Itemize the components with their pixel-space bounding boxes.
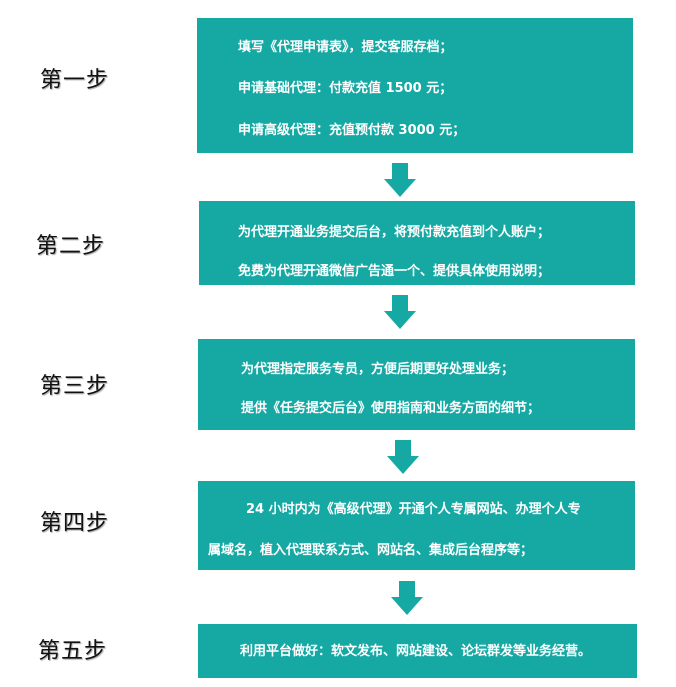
step-2-line-2: 免费为代理开通微信广告通一个、提供具体使用说明； [238, 264, 551, 279]
step-1-box: 填写《代理申请表》，提交客服存档； 申请基础代理：付款充值 1500 元； 申请… [197, 18, 633, 153]
step-3-box: 为代理指定服务专员，方便后期更好处理业务； 提供《任务提交后台》使用指南和业务方… [198, 339, 635, 430]
arrow-down-icon [384, 163, 416, 197]
step-1-line-3: 申请高级代理：充值预付款 3000 元； [238, 123, 466, 138]
step-2-label: 第二步 [36, 234, 106, 259]
step-4-line-1: 24 小时内为《高级代理》开通个人专属网站、办理个人专 [246, 502, 581, 517]
step-3-label: 第三步 [40, 374, 110, 399]
step-5-box: 利用平台做好：软文发布、网站建设、论坛群发等业务经营。 [198, 624, 637, 678]
step-2-box: 为代理开通业务提交后台，将预付款充值到个人账户； 免费为代理开通微信广告通一个、… [199, 201, 635, 285]
arrow-down-icon [391, 581, 423, 615]
arrow-down-icon [387, 440, 419, 474]
step-4-label: 第四步 [40, 511, 110, 536]
step-1-line-2: 申请基础代理：付款充值 1500 元； [238, 81, 453, 96]
step-3-line-1: 为代理指定服务专员，方便后期更好处理业务； [241, 362, 515, 377]
step-4-line-2: 属域名，植入代理联系方式、网站名、集成后台程序等； [208, 543, 534, 558]
step-1-label: 第一步 [40, 68, 110, 93]
step-3-line-2: 提供《任务提交后台》使用指南和业务方面的细节； [241, 401, 541, 416]
arrow-down-icon [384, 295, 416, 329]
step-5-label: 第五步 [38, 639, 108, 664]
step-2-line-1: 为代理开通业务提交后台，将预付款充值到个人账户； [238, 225, 551, 240]
step-4-box: 24 小时内为《高级代理》开通个人专属网站、办理个人专 属域名，植入代理联系方式… [198, 481, 635, 570]
step-1-line-1: 填写《代理申请表》，提交客服存档； [238, 40, 453, 55]
step-5-line-1: 利用平台做好：软文发布、网站建设、论坛群发等业务经营。 [240, 644, 592, 659]
